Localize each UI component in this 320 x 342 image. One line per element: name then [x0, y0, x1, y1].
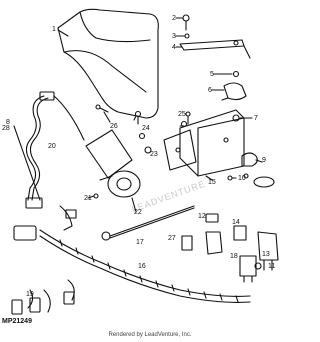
callout-1: 1 — [52, 26, 56, 33]
parts-diagram: LEADVENTURE 1 2 3 4 5 6 7 8 9 10 11 12 1… — [2, 8, 279, 338]
clip-and-ring-part — [227, 152, 275, 188]
callout-9: 9 — [262, 157, 266, 164]
seat-cushion-part — [57, 8, 159, 119]
callout-5: 5 — [210, 71, 214, 78]
left-wiring-harness-part — [25, 91, 85, 209]
watermark-text: LEADVENTURE — [131, 178, 207, 214]
callout-28: 28 — [2, 125, 10, 132]
figure-id: MP21249 — [2, 318, 32, 325]
actuator-motor-part — [85, 129, 152, 199]
render-credit: Rendered by LeadVenture, Inc. — [108, 332, 192, 338]
callout-7: 7 — [254, 115, 258, 122]
callout-15: 15 — [208, 179, 216, 186]
switch-connectors-part — [181, 213, 279, 283]
callout-13: 13 — [262, 251, 270, 258]
callout-3: 3 — [172, 33, 176, 40]
pigtail-connectors-part — [11, 279, 75, 315]
callout-11: 11 — [268, 263, 275, 270]
small-fasteners-part — [95, 104, 188, 128]
callout-10: 10 — [238, 175, 246, 182]
callout-18: 18 — [230, 253, 238, 260]
callout-19: 19 — [26, 291, 34, 298]
callout-12: 12 — [198, 213, 206, 220]
callout-24: 24 — [142, 125, 150, 132]
callout-8: 8 — [6, 119, 10, 126]
bolt-and-bracket-part — [179, 14, 251, 59]
callout-21: 21 — [84, 195, 92, 202]
callout-20: 20 — [48, 143, 56, 150]
switch-hardware-part — [221, 70, 247, 122]
callout-22: 22 — [134, 209, 142, 216]
threaded-rod-part — [101, 205, 195, 241]
callout-2: 2 — [172, 15, 176, 22]
callout-23: 23 — [150, 151, 158, 158]
callout-26: 26 — [110, 123, 118, 130]
callout-17: 17 — [136, 239, 144, 246]
callout-14: 14 — [232, 219, 240, 226]
callout-16: 16 — [138, 263, 146, 270]
callout-6: 6 — [208, 87, 212, 94]
callout-25: 25 — [178, 111, 186, 118]
exploded-view-drawing: LEADVENTURE 1 2 3 4 5 6 7 8 9 10 11 12 1… — [2, 8, 279, 315]
callout-27: 27 — [168, 235, 176, 242]
mounting-bracket-part — [163, 109, 245, 177]
main-wiring-harness-part — [13, 205, 251, 303]
callout-4: 4 — [172, 44, 176, 51]
